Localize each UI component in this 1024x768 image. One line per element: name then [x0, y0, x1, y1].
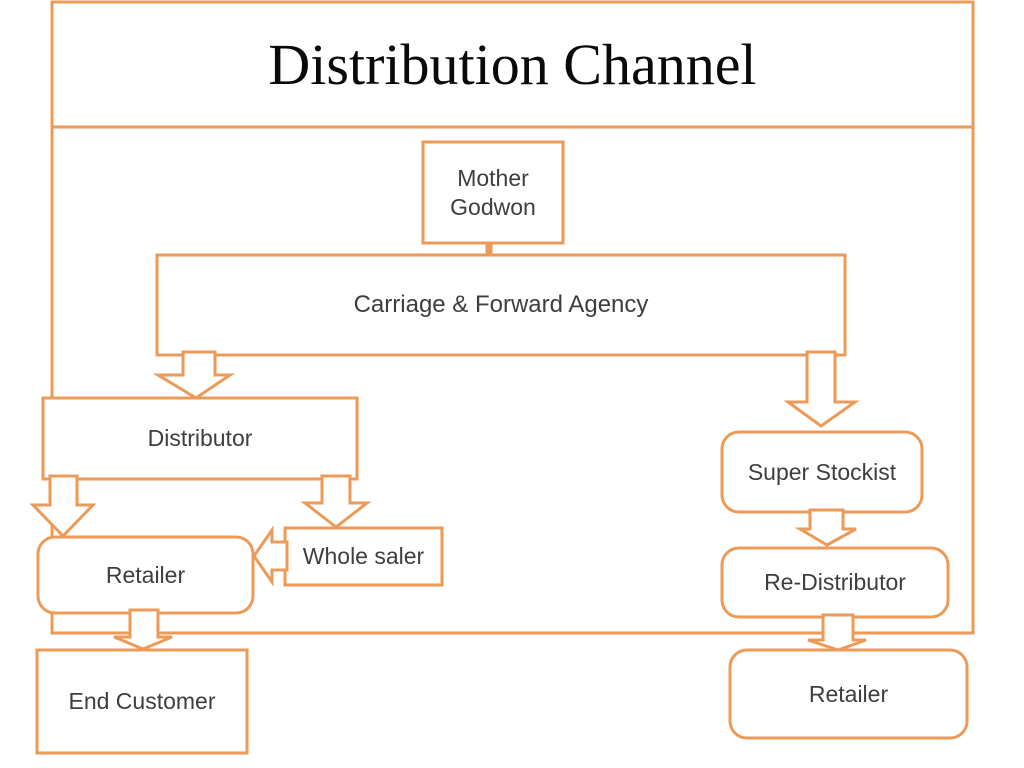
- box-carriage-agency: [155, 253, 847, 357]
- box-distributor: [41, 396, 359, 481]
- outer-frame: [50, 0, 975, 635]
- arrow-wholesaler-to-retailer: [252, 525, 289, 587]
- box-mother-godown: [421, 140, 565, 245]
- box-end-customer: [35, 648, 249, 755]
- arrow-distributor-to-retailer: [29, 474, 97, 539]
- arrow-retailer-to-end-customer: [113, 608, 173, 651]
- arrow-carriage-to-distributor: [152, 350, 235, 400]
- arrow-re-distributor-to-retailer: [807, 613, 867, 652]
- box-retailer-left: [36, 535, 255, 615]
- box-super-stockist: [720, 430, 924, 514]
- arrow-carriage-to-super-stockist: [783, 350, 860, 428]
- box-retailer-right: [728, 648, 969, 740]
- box-wholesaler: [283, 526, 444, 587]
- arrow-super-stockist-to-re-distributor: [794, 508, 857, 547]
- box-re-distributor: [720, 546, 950, 619]
- arrow-distributor-to-wholesaler: [300, 474, 372, 529]
